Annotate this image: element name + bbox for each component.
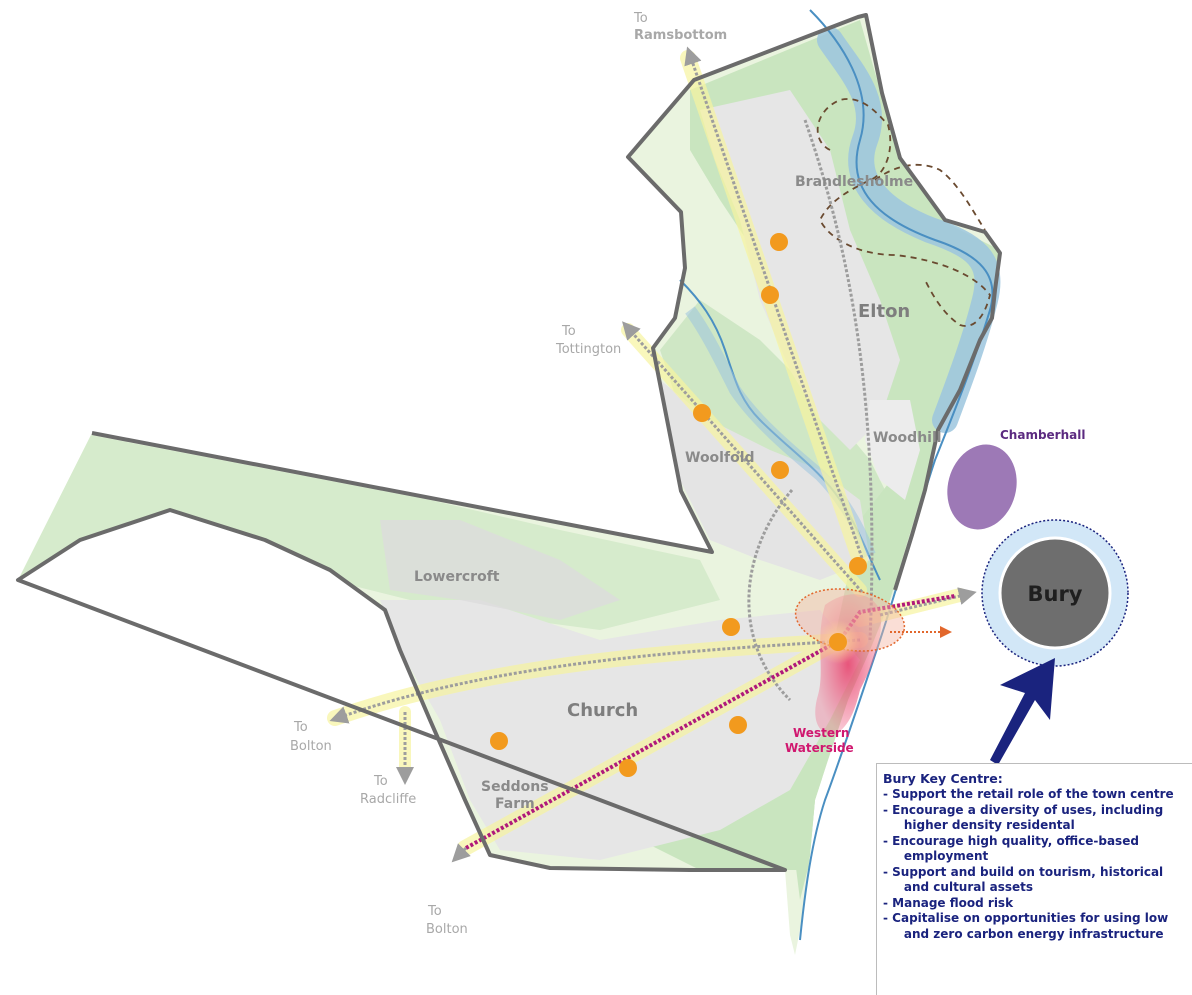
bury-key-centre: Bury (981, 519, 1129, 667)
key-centre-list: - Support the retail role of the town ce… (883, 787, 1192, 942)
place-label-woodhill: Woodhill (873, 430, 942, 446)
urban-area-woodhill (865, 400, 920, 500)
route-loop (747, 489, 794, 702)
node-marker (693, 404, 711, 422)
route-to-bolton-west (329, 638, 861, 724)
destination-bolton-south-to: To (427, 904, 442, 919)
destination-radcliffe-to: To (373, 774, 388, 789)
key-centre-item: - Encourage a diversity of uses, includi… (883, 802, 1164, 817)
study-area-boundary (16, 13, 1002, 872)
brandlesholme-boundary (816, 98, 991, 327)
node-marker (619, 759, 637, 777)
key-centre-item: employment (883, 849, 989, 863)
key-centre-info-box: Bury Key Centre: - Support the retail ro… (876, 763, 1192, 995)
destination-ramsbottom-to: To (633, 11, 648, 26)
node-marker (761, 286, 779, 304)
key-centre-title: Bury Key Centre: (883, 771, 1003, 786)
route-lines (329, 46, 977, 785)
destination-tottington-name: Tottington (555, 342, 621, 357)
chamberhall-label: Chamberhall (1000, 428, 1085, 442)
node-marker (771, 461, 789, 479)
chamberhall-site (947, 444, 1017, 530)
destination-bolton-west-name: Bolton (290, 739, 332, 754)
node-marker (722, 618, 740, 636)
place-label-elton: Elton (858, 301, 910, 322)
key-centre-item: - Encourage high quality, office-based (883, 833, 1139, 848)
route-to-ramsbottom (684, 46, 864, 559)
key-centre-item: - Capitalise on opportunities for using … (883, 911, 1169, 925)
destination-bolton-west-to: To (293, 720, 308, 735)
urban-area-church (380, 600, 860, 860)
node-marker (770, 233, 788, 251)
place-label-woolfold: Woolfold (685, 450, 755, 466)
key-centre-item: and zero carbon energy infrastructure (883, 926, 1164, 941)
place-label-seddons-farm-line2: Farm (495, 796, 535, 812)
destination-bolton-south-name: Bolton (426, 922, 468, 937)
river-irwell (799, 9, 994, 941)
bury-label: Bury (1027, 582, 1082, 606)
place-label-western-waterside-line2: Waterside (785, 741, 854, 755)
destination-radcliffe-name: Radcliffe (360, 792, 416, 807)
node-marker (849, 557, 867, 575)
key-centre-pointer-arrow (990, 658, 1055, 765)
key-centre-item: - Support the retail role of the town ce… (883, 787, 1174, 801)
place-label-church: Church (567, 700, 638, 721)
brandlesholme-boundary-east (874, 163, 986, 231)
node-marker (490, 732, 508, 750)
key-centre-item: higher density residental (883, 818, 1075, 832)
route-to-tottington (622, 321, 864, 593)
destination-tottington-to: To (561, 324, 576, 339)
place-label-lowercroft: Lowercroft (414, 569, 500, 585)
node-marker (829, 633, 847, 651)
node-marker (729, 716, 747, 734)
destination-ramsbottom-name: Ramsbottom (634, 28, 727, 43)
urban-area-elton (700, 90, 900, 450)
key-centre-item: - Manage flood risk (883, 895, 1014, 910)
neighbourhood-nodes (490, 233, 867, 777)
route-elton-arc (803, 119, 874, 641)
place-label-seddons-farm-line1: Seddons (481, 779, 549, 795)
place-label-brandlesholme: Brandlesholme (795, 174, 913, 190)
key-centre-item: and cultural assets (883, 880, 1034, 894)
urban-area-lowercroft (380, 520, 620, 620)
key-centre-item: - Support and build on tourism, historic… (883, 864, 1164, 879)
route-to-bolton-south (451, 843, 471, 863)
place-label-western-waterside-line1: Western (793, 726, 849, 740)
